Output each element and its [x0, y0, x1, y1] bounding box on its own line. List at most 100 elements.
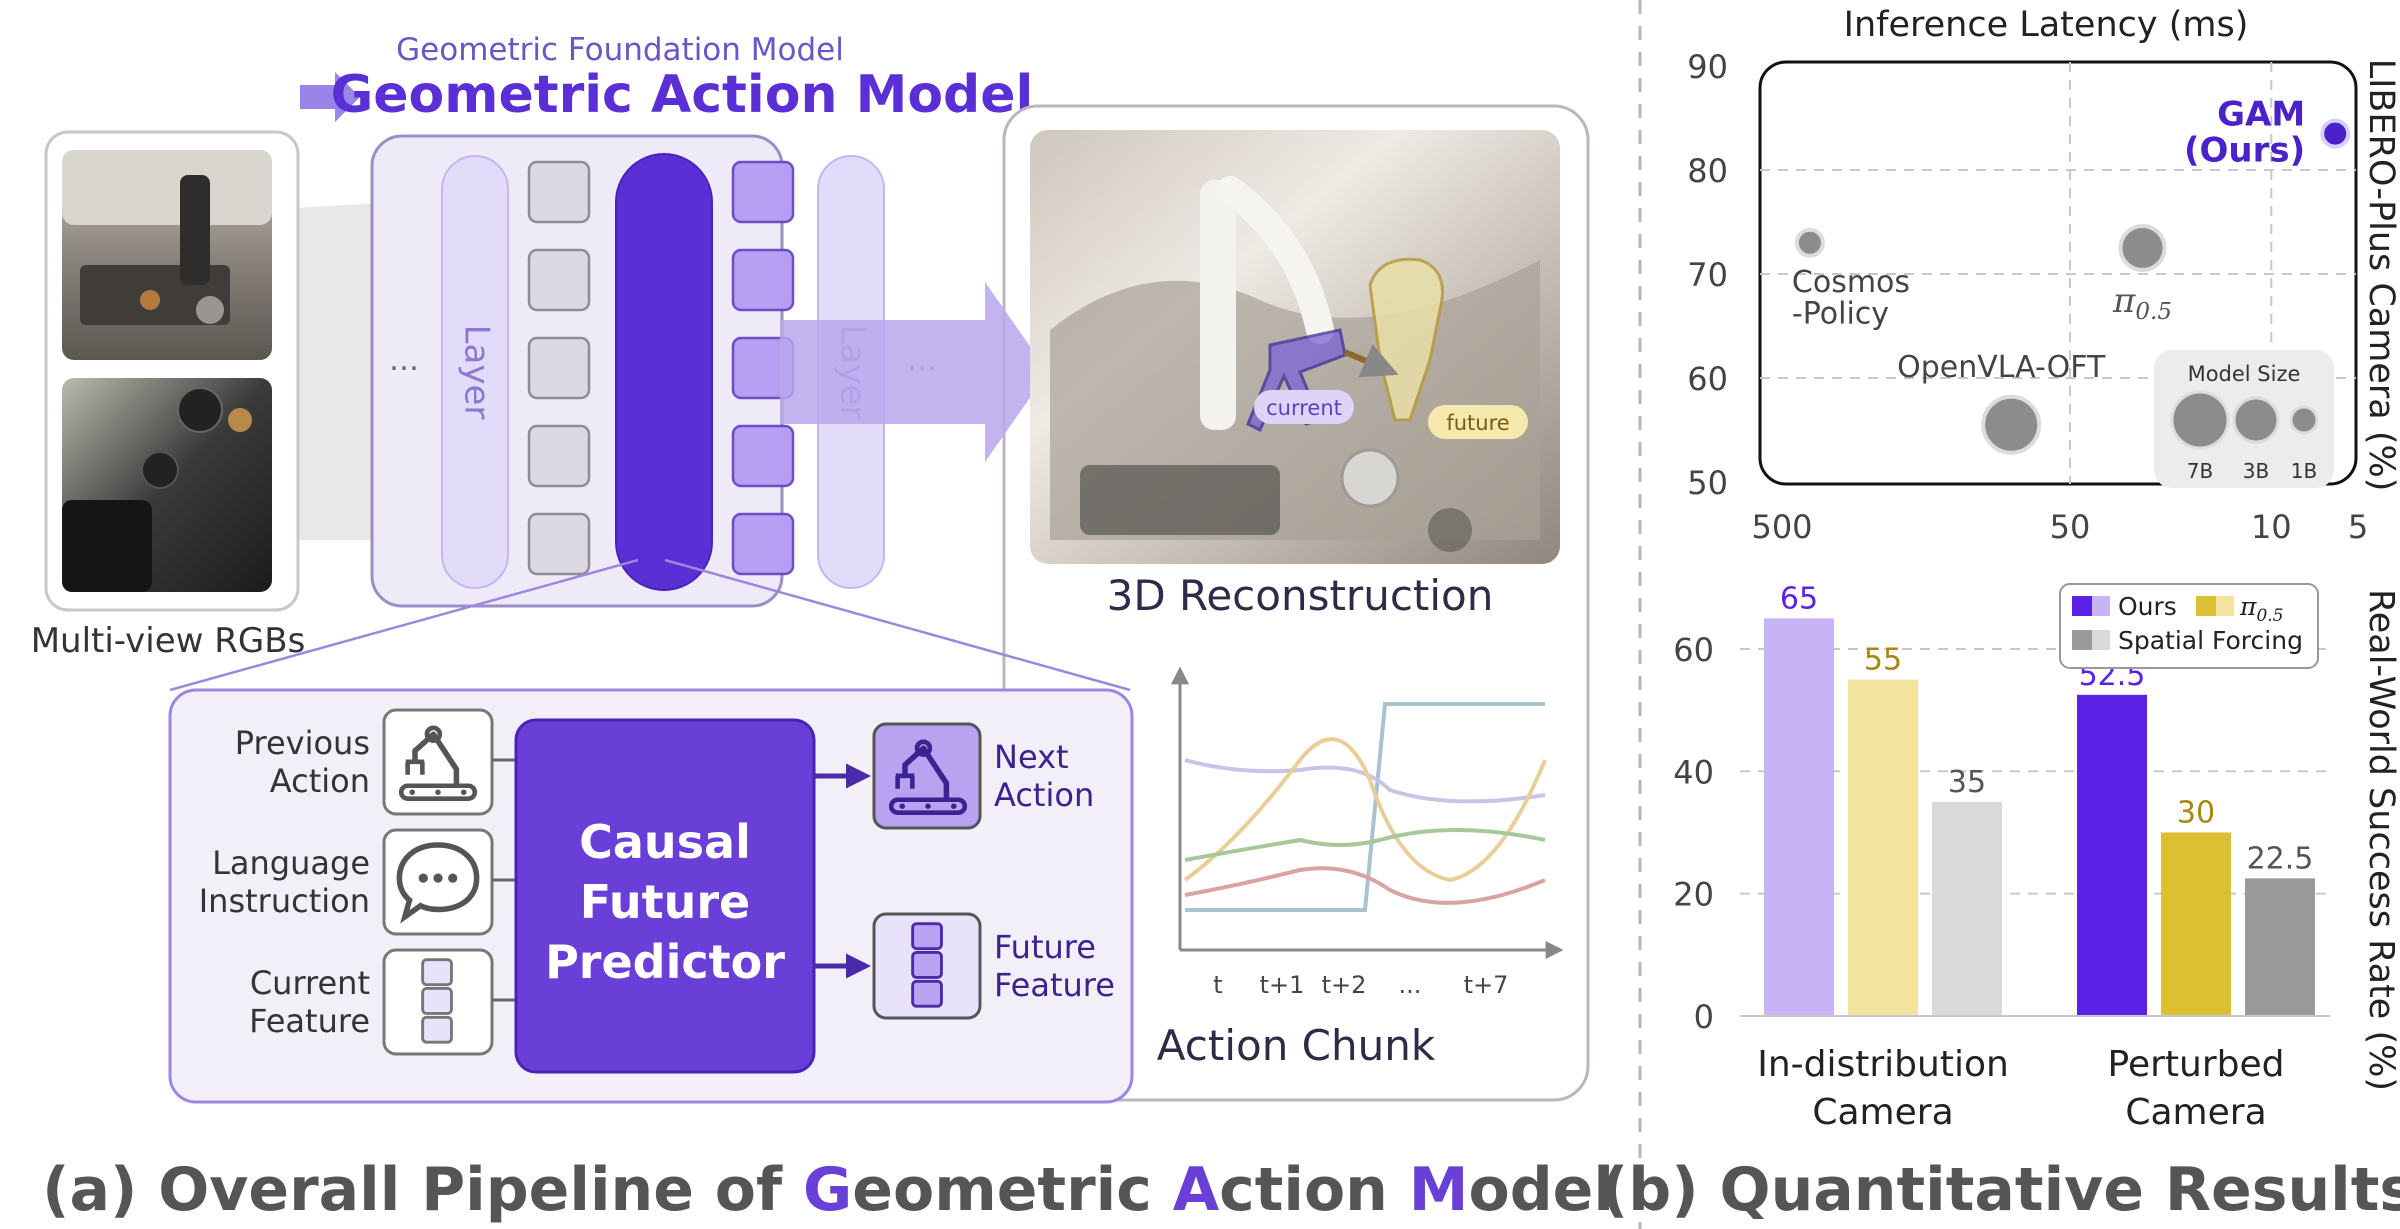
- robot-wheel: [409, 789, 415, 795]
- caption-a-accent-m: M: [1409, 1155, 1469, 1225]
- scatter-title: Inference Latency (ms): [1844, 5, 2249, 45]
- point-label: OpenVLA-OFT: [1897, 350, 2106, 385]
- current-tag: [1254, 390, 1354, 424]
- bar-y-tick: 40: [1673, 753, 1714, 791]
- bar-y-label: Real-World Success Rate (%): [2361, 589, 2400, 1091]
- robot-gripper: [895, 773, 915, 789]
- robot-base: [398, 783, 478, 801]
- chunk-tick-label: t+1: [1260, 971, 1305, 999]
- bar-y-tick: 60: [1673, 631, 1714, 669]
- chunk-tick-label: ...: [1399, 971, 1422, 999]
- future-tag: [1428, 405, 1528, 439]
- bar-value-label: 35: [1948, 765, 1986, 800]
- current-tag-label: current: [1266, 396, 1342, 420]
- caption-a-part: eometric: [852, 1155, 1172, 1225]
- robot-wheel: [435, 789, 441, 795]
- predictor-input-label: Action: [270, 762, 370, 800]
- scatter-y-tick: 80: [1687, 152, 1728, 190]
- bar: [2245, 878, 2315, 1016]
- predictor-callout: [169, 558, 1131, 692]
- chunk-tick-label: t: [1213, 971, 1222, 999]
- caption-a-accent-a: A: [1173, 1155, 1220, 1225]
- bar-value-label: 30: [2177, 795, 2215, 830]
- legend-label: Ours: [2118, 592, 2177, 621]
- legend-swatch: [2216, 596, 2234, 616]
- action-chunk-plot: [1171, 666, 1564, 959]
- bar-value-label: 55: [1864, 643, 1902, 678]
- chunk-tick-label: t+2: [1322, 971, 1367, 999]
- predictor-output-label: Action: [994, 776, 1094, 814]
- feature-cell: [911, 951, 943, 979]
- scatter-y-tick: 60: [1687, 360, 1728, 398]
- robot-link: [902, 745, 950, 800]
- pi-subscript: 0.5: [2135, 299, 2172, 325]
- input-label: Multi-view RGBs: [31, 621, 306, 661]
- chat-bubble-outline: [396, 842, 480, 924]
- scatter-y-tick: 50: [1687, 464, 1728, 502]
- scatter-x-tick: 10: [2251, 508, 2292, 546]
- size-legend-dot: [2232, 396, 2280, 444]
- point-label: GAM: [2217, 95, 2305, 135]
- feature-stack-icon: [911, 922, 943, 1008]
- predictor-input-label: Instruction: [199, 882, 370, 920]
- legend-swatch: [2092, 596, 2110, 616]
- caption-a: (a) Overall Pipeline of Geometric Action…: [42, 1155, 1614, 1225]
- point-cloud-reconstruction-image: [1030, 130, 1560, 564]
- predictor-input-label: Feature: [249, 1002, 370, 1040]
- size-legend-dot: [2170, 390, 2230, 450]
- caption-a-part: odel: [1469, 1155, 1614, 1225]
- robot-base: [888, 797, 968, 815]
- chat-dot: [433, 873, 443, 883]
- feature-cell: [421, 958, 453, 987]
- bar-value-label: 65: [1780, 581, 1818, 616]
- size-legend-label: 1B: [2291, 459, 2317, 483]
- pi-symbol: π: [2239, 592, 2257, 621]
- layer-left-label: Layer: [457, 325, 497, 420]
- robot-joint: [424, 725, 443, 743]
- robot-arm-icon: [398, 725, 478, 801]
- bar: [1932, 801, 2002, 1016]
- predictor-title-line-1: Causal: [579, 815, 751, 869]
- bar: [1848, 679, 1918, 1016]
- predictor-input-label: Previous: [235, 724, 370, 762]
- token-column-purple: [731, 160, 795, 576]
- bar-category-label: Camera: [2125, 1092, 2266, 1133]
- bar-chart: 0 20 40 60 Real-World Success Rate (%) 65 55 35…: [1673, 581, 2400, 1133]
- predictor-input-label: Current: [250, 964, 370, 1002]
- bar-category-label: In-distribution: [1757, 1044, 2009, 1085]
- feature-cell: [911, 922, 943, 951]
- legend-label: Spatial Forcing: [2118, 626, 2303, 655]
- title-arrow-icon: [300, 72, 360, 122]
- point-label: -Policy: [1792, 296, 1889, 331]
- future-tag-label: future: [1446, 411, 1509, 435]
- point-label: (Ours): [2184, 130, 2305, 170]
- bar-y-tick: 20: [1673, 876, 1714, 914]
- point-label: Cosmos: [1792, 265, 1910, 300]
- chat-dot: [418, 873, 428, 883]
- feature-cell: [421, 1015, 453, 1044]
- legend-swatch: [2072, 630, 2092, 650]
- scatter-x-tick: 500: [1751, 508, 1812, 546]
- robot-wheel: [951, 803, 957, 809]
- causal-future-predictor: [514, 718, 816, 1074]
- bar-y-tick: 0: [1694, 998, 1714, 1036]
- foundation-model-label: Geometric Foundation Model: [396, 32, 844, 68]
- feature-cell: [911, 979, 943, 1008]
- scatter-y-tick: 90: [1687, 48, 1728, 86]
- predictor-title-line-3: Predictor: [545, 935, 785, 989]
- size-legend-dot: [2289, 405, 2319, 435]
- bar: [2077, 694, 2147, 1016]
- size-legend-label: 3B: [2243, 459, 2269, 483]
- caption-b: (b) Quantitative Results: [1601, 1155, 2400, 1225]
- chat-bubble-icon: [396, 842, 480, 924]
- caption-a-part: (a) Overall Pipeline of: [42, 1155, 803, 1225]
- caption-a-accent-g: G: [803, 1155, 852, 1225]
- token-column-gray: [527, 160, 591, 576]
- predictor-output-label: Next: [994, 738, 1069, 776]
